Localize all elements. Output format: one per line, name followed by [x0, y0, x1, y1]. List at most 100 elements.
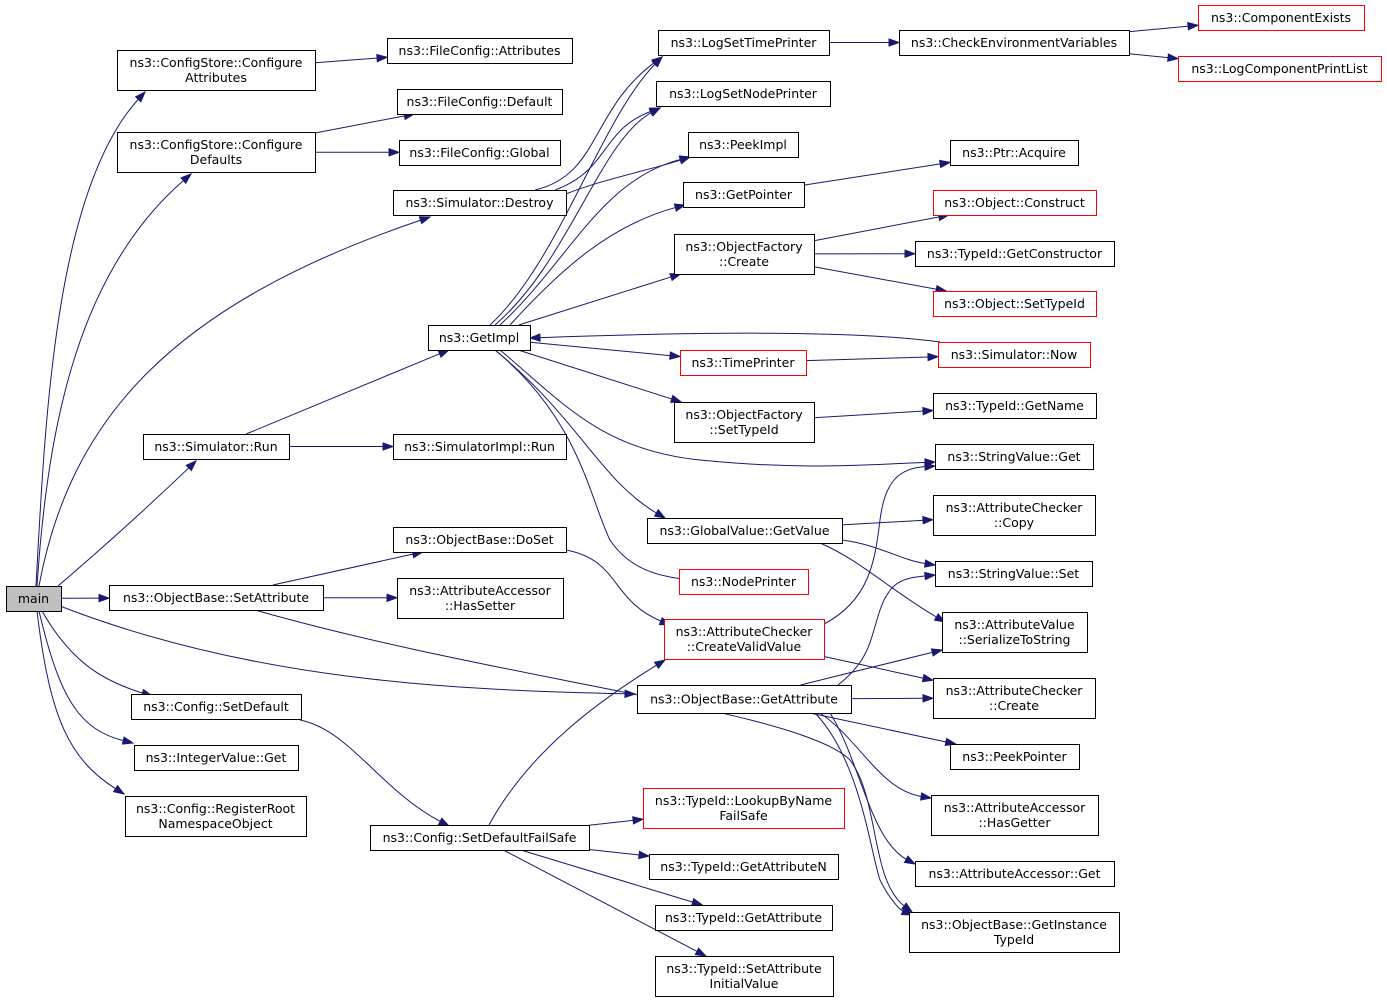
node-label: ::Copy	[994, 515, 1035, 530]
node-ac-create-valid[interactable]: ns3::AttributeChecker::CreateValidValue	[664, 619, 825, 660]
arrowhead-icon	[653, 659, 667, 670]
node-ptr-acquire[interactable]: ns3::Ptr::Acquire	[950, 140, 1079, 166]
node-fc-default[interactable]: ns3::FileConfig::Default	[397, 89, 563, 115]
node-ob-set-attr[interactable]: ns3::ObjectBase::SetAttribute	[109, 585, 324, 611]
node-box	[679, 569, 809, 595]
node-fc-global[interactable]: ns3::FileConfig::Global	[399, 140, 561, 166]
node-main[interactable]: main	[6, 586, 62, 612]
arrowhead-icon	[638, 850, 651, 860]
node-cfg-set-default[interactable]: ns3::Config::SetDefault	[131, 694, 302, 720]
node-get-pointer[interactable]: ns3::GetPointer	[683, 182, 805, 208]
node-ob-do-set[interactable]: ns3::ObjectBase::DoSet	[393, 527, 567, 553]
node-sim-impl-run[interactable]: ns3::SimulatorImpl::Run	[393, 434, 567, 460]
node-aa-get[interactable]: ns3::AttributeAccessor::Get	[915, 861, 1115, 887]
node-box	[658, 30, 830, 56]
node-label: TypeId	[993, 932, 1034, 947]
node-sim-now[interactable]: ns3::Simulator::Now	[938, 342, 1091, 368]
arrowhead-icon	[121, 736, 135, 745]
edge-cfg-set-default-to-cfg-set-def-fs	[299, 719, 451, 827]
node-ac-copy[interactable]: ns3::AttributeChecker::Copy	[933, 495, 1096, 536]
edge-line	[841, 539, 927, 565]
node-label: ns3::Config::SetDefaultFailSafe	[383, 830, 577, 845]
node-gv-get-value[interactable]: ns3::GlobalValue::GetValue	[647, 518, 843, 544]
node-ob-get-attr[interactable]: ns3::ObjectBase::GetAttribute	[637, 685, 852, 714]
node-obj-set-type-id[interactable]: ns3::Object::SetTypeId	[933, 291, 1097, 317]
node-label: ns3::ObjectBase::GetInstance	[921, 917, 1107, 932]
node-aa-has-setter[interactable]: ns3::AttributeAccessor::HasSetter	[397, 578, 564, 619]
node-label: ::HasSetter	[445, 598, 516, 613]
node-sim-run[interactable]: ns3::Simulator::Run	[143, 434, 290, 460]
node-cfg-set-def-fs[interactable]: ns3::Config::SetDefaultFailSafe	[370, 825, 590, 851]
edge-line	[565, 159, 682, 195]
node-obj-construct[interactable]: ns3::Object::Construct	[933, 190, 1097, 216]
edge-line	[529, 341, 672, 357]
node-label: ns3::Simulator::Destroy	[406, 195, 555, 210]
node-label: ns3::TypeId::GetName	[945, 398, 1084, 413]
arrowhead-icon	[670, 394, 683, 403]
node-log-set-time[interactable]: ns3::LogSetTimePrinter	[658, 30, 830, 56]
node-comp-exists[interactable]: ns3::ComponentExists	[1198, 5, 1365, 31]
node-ti-get-name[interactable]: ns3::TypeId::GetName	[933, 393, 1097, 419]
arrowhead-icon	[185, 459, 198, 472]
edge-time-printer-to-sim-now	[805, 352, 940, 362]
node-label: ns3::LogComponentPrintList	[1191, 61, 1367, 76]
arrowhead-icon	[437, 349, 451, 359]
node-box	[393, 434, 567, 460]
arrowhead-icon	[382, 442, 395, 451]
node-ti-get-ctor[interactable]: ns3::TypeId::GetConstructor	[915, 241, 1115, 267]
node-time-printer[interactable]: ns3::TimePrinter	[680, 350, 807, 376]
node-log-set-node[interactable]: ns3::LogSetNodePrinter	[656, 81, 831, 107]
edge-line	[38, 610, 125, 742]
edge-cfg-set-def-fs-to-ac-create-valid	[488, 659, 667, 826]
node-of-create[interactable]: ns3::ObjectFactory::Create	[674, 234, 815, 275]
node-aa-has-getter[interactable]: ns3::AttributeAccessor::HasGetter	[931, 795, 1099, 836]
node-log-comp-print[interactable]: ns3::LogComponentPrintList	[1178, 56, 1382, 82]
node-node-printer[interactable]: ns3::NodePrinter	[679, 569, 809, 595]
arrowhead-icon	[528, 333, 541, 342]
arrowhead-icon	[112, 784, 126, 795]
edge-line	[813, 410, 925, 419]
edge-line	[494, 349, 658, 514]
edge-get-pointer-to-ptr-acquire	[803, 159, 952, 186]
node-peek-impl[interactable]: ns3::PeekImpl	[688, 132, 799, 158]
node-av-serialize[interactable]: ns3::AttributeValue::SerializeToString	[942, 612, 1088, 653]
arrowhead-icon	[919, 792, 933, 801]
node-of-set-type-id[interactable]: ns3::ObjectFactory::SetTypeId	[674, 402, 815, 443]
edge-main-to-cs-def	[36, 173, 193, 587]
node-sim-destroy[interactable]: ns3::Simulator::Destroy	[393, 190, 567, 216]
node-ti-get-attr-n[interactable]: ns3::TypeId::GetAttributeN	[649, 854, 839, 880]
edge-line	[813, 216, 941, 242]
node-sv-get[interactable]: ns3::StringValue::Get	[935, 444, 1094, 470]
node-label: ns3::TypeId::GetAttributeN	[660, 859, 826, 874]
node-ti-get-attr[interactable]: ns3::TypeId::GetAttribute	[655, 905, 833, 931]
node-label: ns3::Simulator::Run	[154, 439, 277, 454]
node-ac-create[interactable]: ns3::AttributeChecker::Create	[933, 678, 1096, 719]
node-box	[134, 745, 299, 771]
node-check-env[interactable]: ns3::CheckEnvironmentVariables	[899, 30, 1130, 56]
edge-line	[57, 466, 190, 587]
node-box	[935, 444, 1094, 470]
node-get-impl[interactable]: ns3::GetImpl	[428, 325, 531, 351]
edge-line	[314, 115, 406, 134]
node-box	[674, 234, 815, 275]
node-peek-pointer[interactable]: ns3::PeekPointer	[950, 744, 1080, 770]
edge-get-impl-to-peek-impl	[499, 155, 692, 326]
node-fc-attrs[interactable]: ns3::FileConfig::Attributes	[387, 38, 573, 64]
node-label: ns3::FileConfig::Default	[407, 94, 553, 109]
edge-main-to-cfg-set-default	[41, 610, 154, 698]
node-label: ns3::TypeId::GetAttribute	[665, 910, 822, 925]
node-label: ns3::SimulatorImpl::Run	[404, 439, 555, 454]
arrowhead-icon	[921, 673, 935, 683]
arrowhead-icon	[98, 593, 111, 603]
node-int-get[interactable]: ns3::IntegerValue::Get	[134, 745, 299, 771]
edge-line	[809, 712, 948, 743]
edge-line	[38, 219, 422, 587]
node-sv-set[interactable]: ns3::StringValue::Set	[935, 561, 1093, 587]
edge-ob-get-attr-to-ac-create	[850, 693, 935, 703]
